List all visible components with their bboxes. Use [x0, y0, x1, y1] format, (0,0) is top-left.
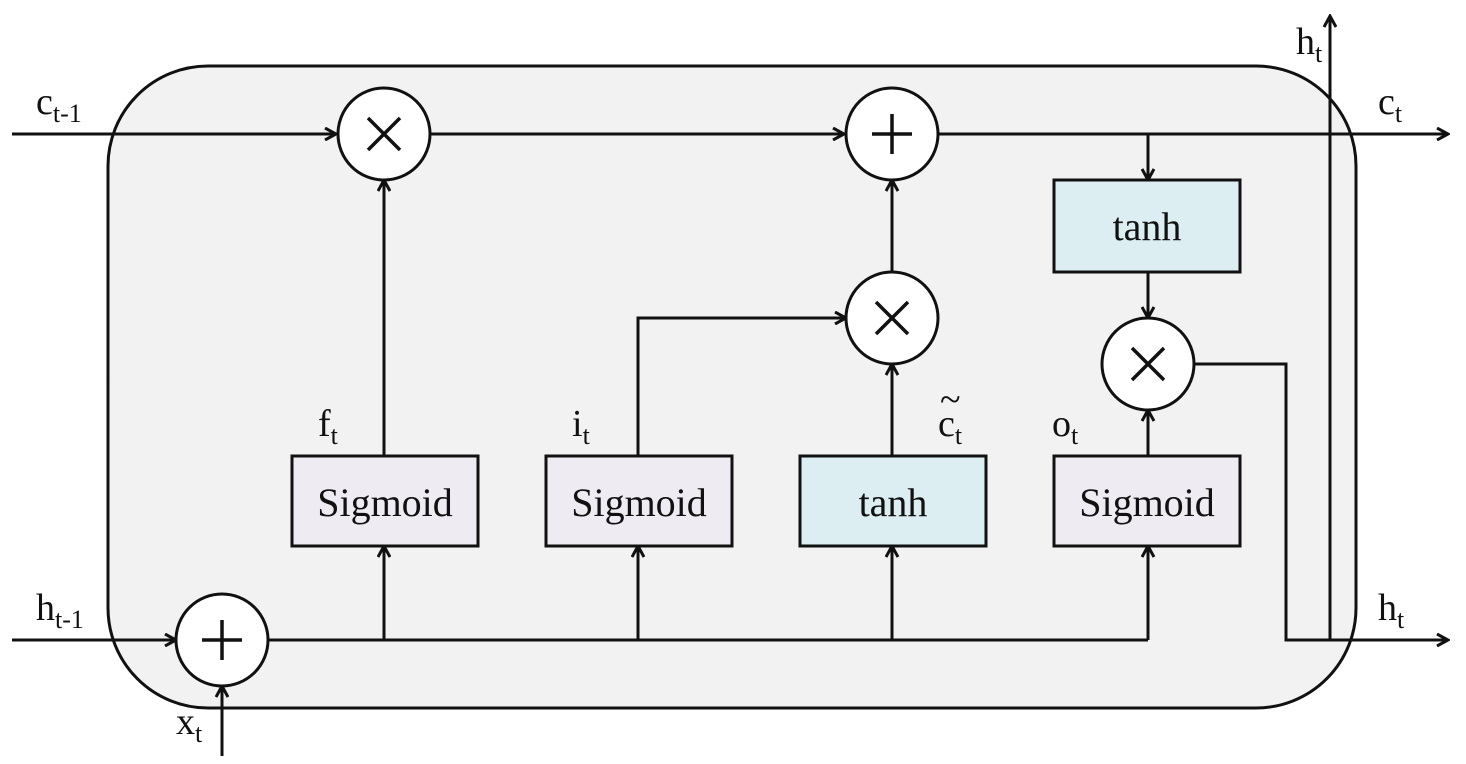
input-gate-label: Sigmoid: [571, 480, 707, 525]
label-h-prev: ht-1: [36, 587, 84, 634]
label-c-prev: ct-1: [36, 81, 82, 128]
label-f-t: ft: [318, 403, 339, 450]
output-gate-box: Sigmoid: [1052, 454, 1242, 548]
label-c-t: ct: [1378, 81, 1403, 128]
candidate-box: tanh: [798, 454, 988, 548]
output-multiply-node: [1100, 316, 1196, 412]
label-c-tilde: ct: [938, 403, 963, 450]
cell-add-node: [844, 86, 940, 182]
candidate-label: tanh: [859, 480, 928, 525]
wire-input-up: [636, 318, 846, 456]
label-i-t: it: [572, 403, 591, 450]
label-h-t-up: ht: [1296, 21, 1323, 68]
cell-tanh-box: tanh: [1052, 178, 1242, 274]
forget-gate-box: Sigmoid: [290, 454, 480, 548]
input-gate-box: Sigmoid: [544, 454, 734, 548]
input-concat-node: [174, 592, 270, 688]
label-c-tilde-accent: ~: [940, 379, 961, 421]
forget-gate-label: Sigmoid: [317, 480, 453, 525]
label-x-t: xt: [176, 701, 203, 748]
cell-tanh-label: tanh: [1113, 204, 1182, 249]
label-h-t-out: ht: [1378, 587, 1405, 634]
label-o-t: ot: [1052, 403, 1079, 450]
input-multiply-node: [844, 270, 940, 366]
output-gate-label: Sigmoid: [1079, 480, 1215, 525]
forget-multiply-node: [336, 86, 432, 182]
